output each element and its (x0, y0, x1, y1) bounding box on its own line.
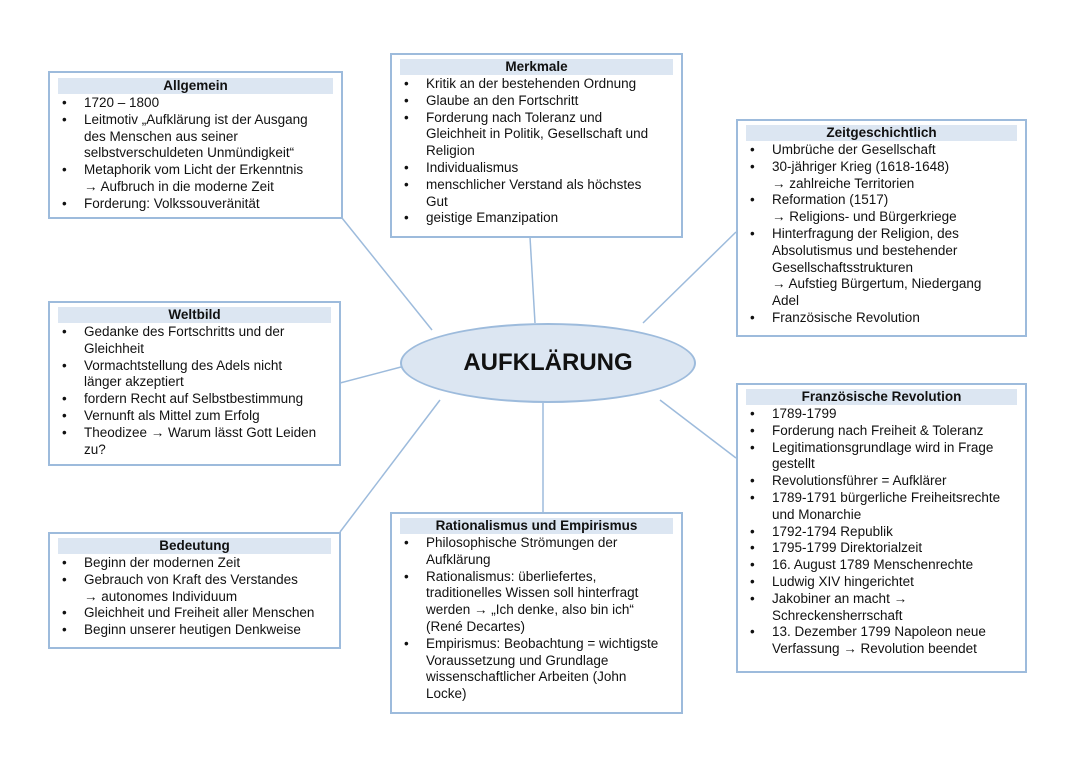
list-item: 1720 – 1800 (58, 95, 333, 112)
list-item: Gebrauch von Kraft des Verstandes → auto… (58, 572, 331, 606)
list-item: Beginn unserer heutigen Denkweise (58, 622, 331, 639)
list-item: Philosophische Strömungen der Aufklärung (400, 535, 673, 569)
weltbild-list: Gedanke des Fortschritts und der Gleichh… (58, 324, 331, 458)
box-zeitgeschichtlich: ZeitgeschichtlichUmbrüche der Gesellscha… (736, 119, 1027, 337)
box-weltbild: WeltbildGedanke des Fortschritts und der… (48, 301, 341, 466)
revolution-title: Französische Revolution (746, 389, 1017, 405)
list-item: Hinterfragung der Religion, des Absoluti… (746, 226, 1017, 310)
rationalismus-title: Rationalismus und Empirismus (400, 518, 673, 534)
list-item: Umbrüche der Gesellschaft (746, 142, 1017, 159)
list-item: Glaube an den Fortschritt (400, 93, 673, 110)
zeitgeschichtlich-title: Zeitgeschichtlich (746, 125, 1017, 141)
list-item: Legitimationsgrundlage wird in Frage ges… (746, 440, 1017, 474)
connector-zeitgeschichtlich (642, 231, 737, 324)
list-item: Individualismus (400, 160, 673, 177)
list-item: Reformation (1517) → Religions- und Bürg… (746, 192, 1017, 226)
connector-merkmale (529, 236, 536, 324)
bedeutung-list: Beginn der modernen ZeitGebrauch von Kra… (58, 555, 331, 639)
zeitgeschichtlich-list: Umbrüche der Gesellschaft30-jähriger Kri… (746, 142, 1017, 327)
list-item: menschlicher Verstand als höchstes Gut (400, 177, 673, 211)
box-bedeutung: BedeutungBeginn der modernen ZeitGebrauc… (48, 532, 341, 649)
list-item: Revolutionsführer = Aufklärer (746, 473, 1017, 490)
box-allgemein: Allgemein1720 – 1800Leitmotiv „Aufklärun… (48, 71, 343, 219)
weltbild-title: Weltbild (58, 307, 331, 323)
connector-weltbild (339, 366, 402, 384)
bedeutung-title: Bedeutung (58, 538, 331, 554)
list-item: Rationalismus: überliefertes, traditione… (400, 569, 673, 636)
list-item: 1795-1799 Direktorialzeit (746, 540, 1017, 557)
merkmale-title: Merkmale (400, 59, 673, 75)
list-item: Leitmotiv „Aufklärung ist der Ausgang de… (58, 112, 333, 162)
allgemein-title: Allgemein (58, 78, 333, 94)
list-item: Gedanke des Fortschritts und der Gleichh… (58, 324, 331, 358)
list-item: 1789-1799 (746, 406, 1017, 423)
rationalismus-list: Philosophische Strömungen der Aufklärung… (400, 535, 673, 703)
list-item: 1789-1791 bürgerliche Freiheitsrechte un… (746, 490, 1017, 524)
allgemein-list: 1720 – 1800Leitmotiv „Aufklärung ist der… (58, 95, 333, 213)
list-item: Forderung nach Freiheit & Toleranz (746, 423, 1017, 440)
list-item: Französische Revolution (746, 310, 1017, 327)
box-rationalismus: Rationalismus und EmpirismusPhilosophisc… (390, 512, 683, 714)
list-item: Jakobiner an macht → Schreckensherrschaf… (746, 591, 1017, 625)
box-revolution: Französische Revolution1789-1799Forderun… (736, 383, 1027, 673)
list-item: Forderung: Volkssouveränität (58, 196, 333, 213)
list-item: Vernunft als Mittel zum Erfolg (58, 408, 331, 425)
list-item: Gleichheit und Freiheit aller Menschen (58, 605, 331, 622)
list-item: Kritik an der bestehenden Ordnung (400, 76, 673, 93)
list-item: Forderung nach Toleranz und Gleichheit i… (400, 110, 673, 160)
list-item: Beginn der modernen Zeit (58, 555, 331, 572)
box-merkmale: MerkmaleKritik an der bestehenden Ordnun… (390, 53, 683, 238)
connector-bedeutung (339, 399, 441, 533)
revolution-list: 1789-1799Forderung nach Freiheit & Toler… (746, 406, 1017, 658)
list-item: Ludwig XIV hingerichtet (746, 574, 1017, 591)
list-item: 16. August 1789 Menschenrechte (746, 557, 1017, 574)
list-item: Empirismus: Beobachtung = wichtigste Vor… (400, 636, 673, 703)
central-topic-title: AUFKLÄRUNG (463, 349, 633, 376)
connector-revolution (659, 399, 737, 459)
list-item: Vormachtstellung des Adels nicht länger … (58, 358, 331, 392)
list-item: Metaphorik vom Licht der Erkenntnis → Au… (58, 162, 333, 196)
merkmale-list: Kritik an der bestehenden OrdnungGlaube … (400, 76, 673, 227)
central-topic: AUFKLÄRUNG (400, 323, 696, 403)
connector-allgemein (341, 217, 433, 331)
list-item: geistige Emanzipation (400, 210, 673, 227)
list-item: 30-jähriger Krieg (1618-1648) → zahlreic… (746, 159, 1017, 193)
list-item: 1792-1794 Republik (746, 524, 1017, 541)
list-item: Theodizee → Warum lässt Gott Leiden zu? (58, 425, 331, 459)
list-item: 13. Dezember 1799 Napoleon neue Verfassu… (746, 624, 1017, 658)
list-item: fordern Recht auf Selbstbestimmung (58, 391, 331, 408)
